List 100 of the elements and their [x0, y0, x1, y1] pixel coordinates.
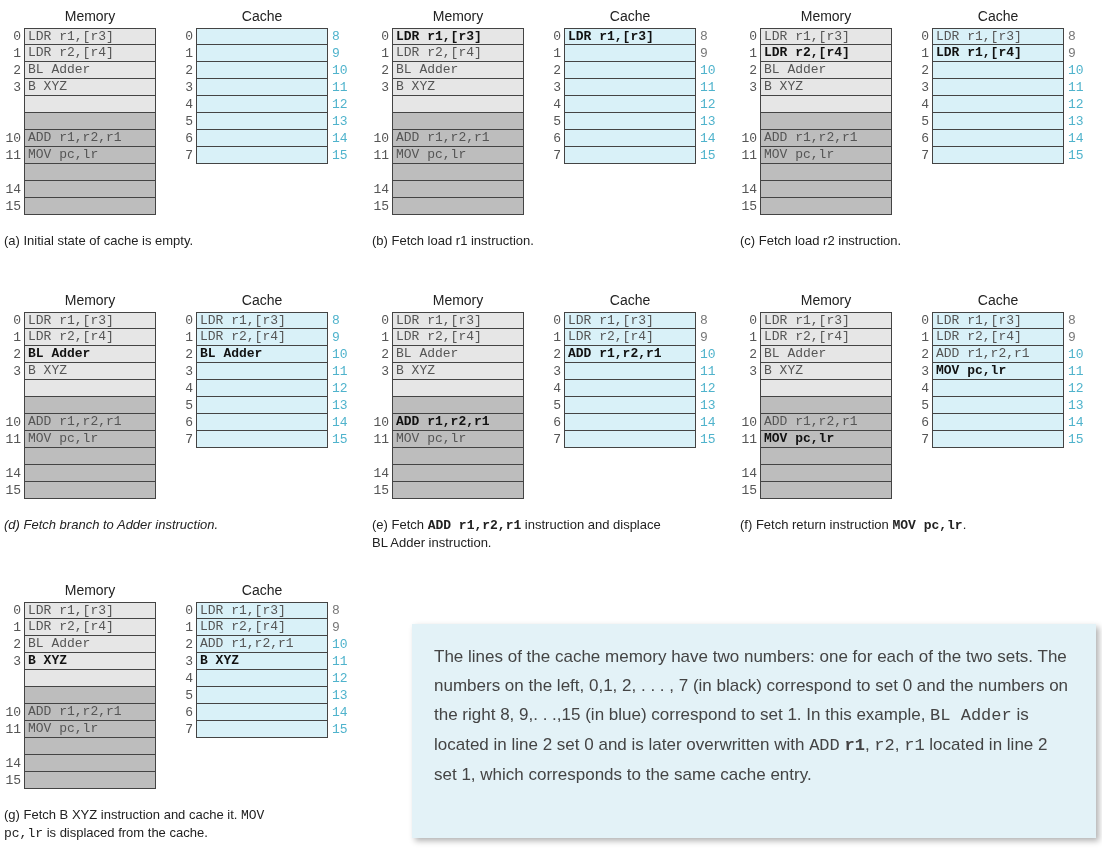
table-heading: Memory	[64, 8, 116, 24]
row-number: 1	[185, 330, 193, 345]
row-number: 10	[5, 415, 21, 430]
table-heading: Cache	[609, 292, 651, 308]
set-number: 11	[700, 80, 716, 95]
panel-caption: (a) Initial state of cache is empty.	[4, 232, 195, 249]
table-heading: Cache	[241, 8, 283, 24]
set-number: 9	[332, 46, 340, 61]
row-number: 14	[5, 182, 21, 197]
row-number: 1	[185, 46, 193, 61]
row-number: 7	[921, 148, 929, 163]
row-number: 10	[373, 415, 389, 430]
row-number: 1	[381, 330, 389, 345]
set-number: 8	[1068, 29, 1076, 44]
set-number: 9	[700, 330, 708, 345]
row-number: 14	[5, 756, 21, 771]
table-heading: Cache	[977, 8, 1019, 24]
set-number: 9	[700, 46, 708, 61]
set-number: 11	[332, 80, 348, 95]
row-number: 15	[373, 483, 389, 498]
row-number: 2	[13, 637, 21, 652]
set-number: 15	[700, 148, 716, 163]
set-number: 12	[332, 381, 348, 396]
row-number: 7	[921, 432, 929, 447]
set-number: 10	[1068, 63, 1084, 78]
table-heading: Memory	[432, 8, 484, 24]
row-number: 6	[185, 131, 193, 146]
row-number: 6	[553, 415, 561, 430]
row-number: 2	[381, 63, 389, 78]
row-number: 3	[13, 364, 21, 379]
set-number: 13	[1068, 398, 1084, 413]
set-number: 13	[700, 398, 716, 413]
set-number: 14	[700, 131, 716, 146]
set-number: 12	[1068, 381, 1084, 396]
set-number: 10	[332, 637, 348, 652]
row-number: 1	[749, 330, 757, 345]
row-number: 1	[553, 330, 561, 345]
set-number: 12	[700, 97, 716, 112]
table-heading: Memory	[64, 292, 116, 308]
row-number: 1	[749, 46, 757, 61]
row-number: 3	[185, 80, 193, 95]
row-number: 3	[185, 654, 193, 669]
row-number: 0	[921, 313, 929, 328]
row-number: 1	[13, 330, 21, 345]
row-number: 1	[553, 46, 561, 61]
row-number: 14	[741, 182, 757, 197]
panel-caption: (b) Fetch load r1 instruction.	[372, 232, 535, 249]
row-number: 14	[373, 466, 389, 481]
row-number: 3	[185, 364, 193, 379]
set-number: 13	[332, 398, 348, 413]
row-number: 0	[749, 29, 757, 44]
row-number: 3	[13, 80, 21, 95]
row-number: 0	[13, 313, 21, 328]
row-number: 5	[185, 114, 193, 129]
row-number: 1	[921, 46, 929, 61]
row-number: 11	[5, 148, 21, 163]
row-number: 2	[13, 347, 21, 362]
row-number: 2	[13, 63, 21, 78]
row-number: 0	[185, 603, 193, 618]
set-number: 14	[332, 415, 348, 430]
table-heading: Cache	[241, 582, 283, 598]
row-number: 0	[553, 313, 561, 328]
set-number: 15	[1068, 432, 1084, 447]
row-number: 1	[381, 46, 389, 61]
row-number: 2	[185, 63, 193, 78]
row-number: 15	[741, 483, 757, 498]
row-number: 10	[741, 131, 757, 146]
panel-caption: (f) Fetch return instruction MOV pc,lr.	[740, 516, 968, 534]
row-number: 10	[373, 131, 389, 146]
row-number: 3	[921, 364, 929, 379]
note-box	[412, 624, 1096, 838]
row-number: 6	[185, 705, 193, 720]
set-number: 10	[332, 63, 348, 78]
table-heading: Cache	[241, 292, 283, 308]
row-number: 0	[13, 603, 21, 618]
set-number: 11	[332, 654, 348, 669]
row-number: 15	[741, 199, 757, 214]
set-number: 9	[332, 620, 340, 635]
row-number: 3	[13, 654, 21, 669]
set-number: 15	[332, 722, 348, 737]
row-number: 4	[921, 97, 929, 112]
set-number: 14	[700, 415, 716, 430]
row-number: 5	[921, 398, 929, 413]
row-number: 2	[749, 347, 757, 362]
row-number: 15	[5, 199, 21, 214]
row-number: 11	[5, 722, 21, 737]
row-number: 0	[921, 29, 929, 44]
set-number: 9	[1068, 330, 1076, 345]
row-number: 2	[921, 347, 929, 362]
panel-caption: (d) Fetch branch to Adder instruction.	[4, 516, 220, 533]
row-number: 0	[381, 313, 389, 328]
row-number: 2	[185, 347, 193, 362]
row-number: 3	[749, 80, 757, 95]
row-number: 5	[921, 114, 929, 129]
table-heading: Memory	[800, 292, 852, 308]
table-heading: Memory	[800, 8, 852, 24]
row-number: 10	[5, 705, 21, 720]
row-number: 2	[553, 347, 561, 362]
set-number: 13	[332, 688, 348, 703]
row-number: 6	[921, 415, 929, 430]
